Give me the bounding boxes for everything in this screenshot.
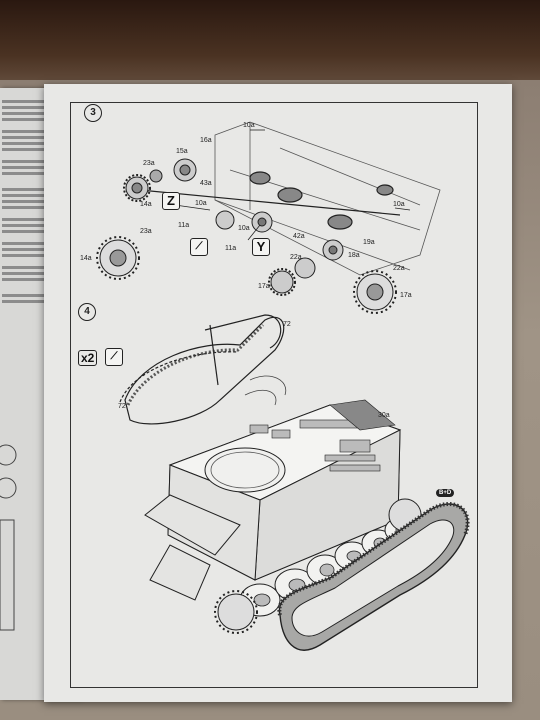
part-label: 17a [258, 283, 270, 290]
part-label: 14a [140, 201, 152, 208]
part-label: 43a [200, 180, 212, 187]
part-label: 30a [378, 412, 390, 419]
part-label: 22a [393, 265, 405, 272]
part-label: 18a [348, 252, 360, 259]
part-label: 10a [238, 225, 250, 232]
step-4-marker: 4 [78, 303, 96, 321]
step-3-marker: 3 [84, 104, 102, 122]
part-label: 10a [195, 200, 207, 207]
part-label: 16a [200, 137, 212, 144]
part-label: 11a [225, 245, 237, 252]
part-label: 42a [293, 233, 305, 240]
part-label: 72 [118, 403, 126, 410]
part-label: 10a [243, 122, 255, 129]
part-label: 10a [393, 201, 405, 208]
part-label: 23a [143, 160, 155, 167]
part-label: 23a [140, 228, 152, 235]
instruction-frame [70, 102, 478, 688]
background-wall [0, 0, 540, 92]
quantity-multiplier: x2 [78, 350, 98, 366]
part-label: 14a [80, 255, 92, 262]
sub-assembly-z-marker: Z [162, 192, 180, 210]
part-label: 15a [176, 148, 188, 155]
cement-icon: ⟋ [105, 348, 123, 366]
part-label: 11a [178, 222, 190, 229]
part-label: 72 [283, 321, 291, 328]
part-label: 19a [363, 239, 375, 246]
part-label: 22a [290, 254, 302, 261]
sub-assembly-reference-marker: B+D [436, 489, 455, 497]
sub-assembly-y-marker: Y [252, 238, 270, 256]
cement-icon: ⟋ [190, 238, 208, 256]
part-label: 17a [400, 292, 412, 299]
